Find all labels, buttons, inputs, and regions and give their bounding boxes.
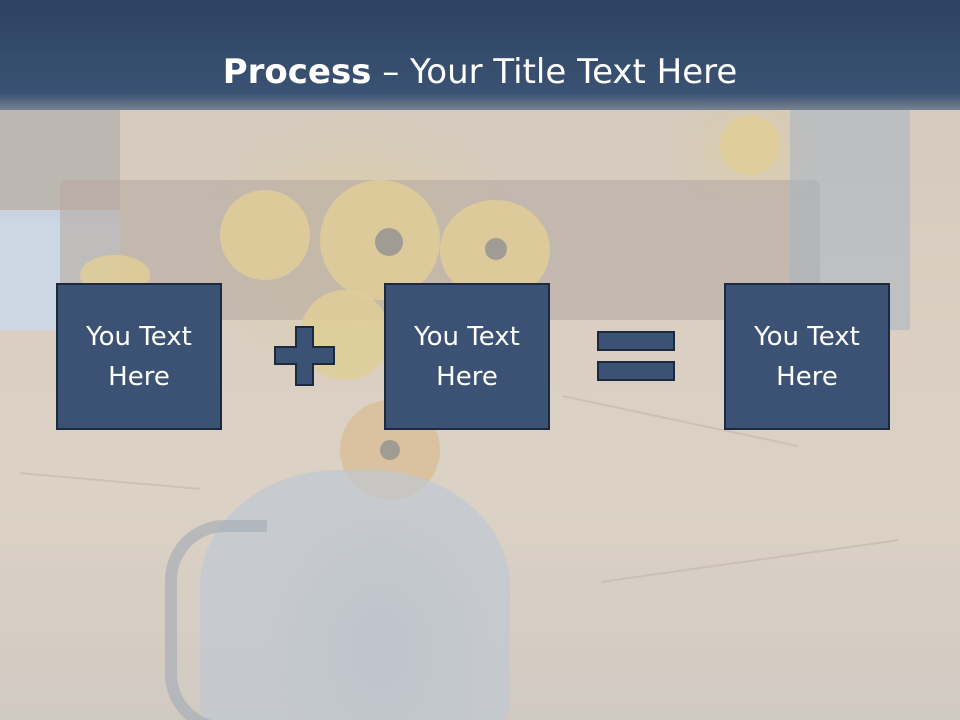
title-bar — [0, 0, 960, 110]
process-box-3: You Text Here — [724, 283, 890, 430]
process-box-text: You Text Here — [754, 321, 860, 392]
title-rest: – Your Title Text Here — [371, 52, 738, 92]
slide-title: Process – Your Title Text Here — [0, 52, 960, 92]
title-bold: Process — [222, 52, 372, 92]
process-box-2: You Text Here — [384, 283, 550, 430]
process-box-1: You Text Here — [56, 283, 222, 430]
process-box-text: You Text Here — [414, 321, 520, 392]
process-box-text: You Text Here — [86, 321, 192, 392]
